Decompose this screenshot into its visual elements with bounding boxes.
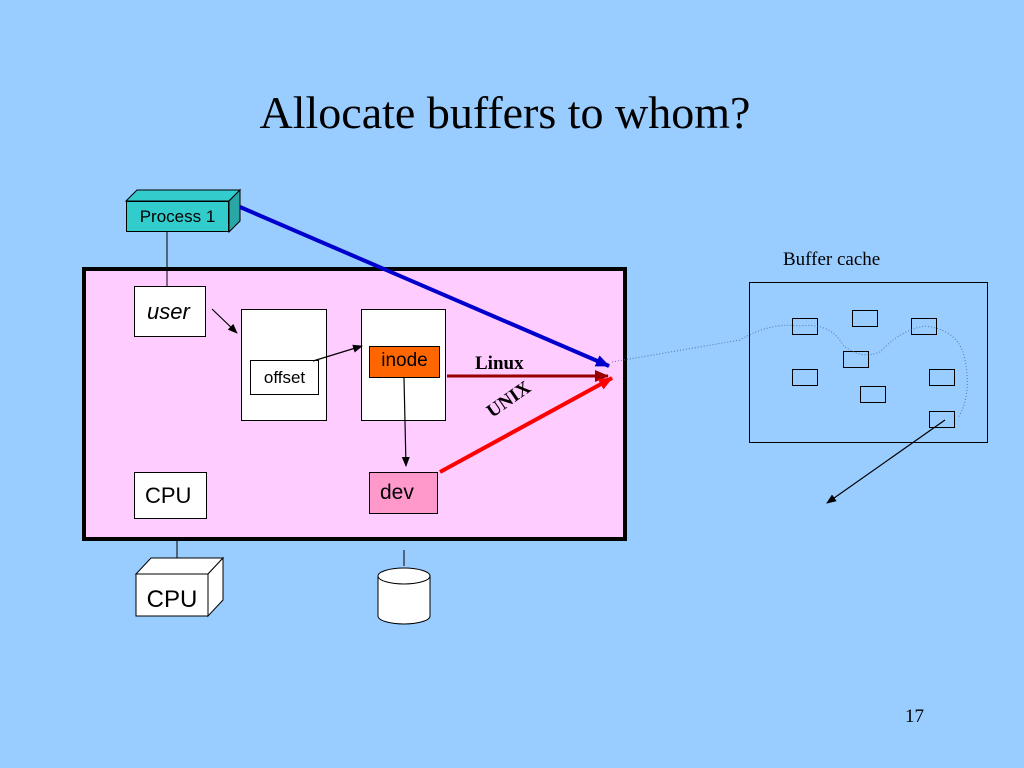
cache-buffer [852, 310, 878, 327]
cache-lookup-path [611, 324, 968, 419]
disk-icon [377, 567, 431, 625]
offset-to-inode-arrow [312, 344, 363, 362]
inode-to-dev-arrow [401, 377, 410, 467]
user-to-file-arrow [211, 308, 238, 334]
dev-box: dev [369, 472, 438, 514]
buffer-cache-label: Buffer cache [783, 249, 881, 270]
cpu-box: CPU [134, 472, 207, 519]
cache-buffer [792, 369, 818, 386]
process-box: Process 1 [126, 201, 229, 232]
slide-title: Allocate buffers to whom? [259, 87, 751, 138]
user-box: user [134, 286, 206, 337]
unix-arrow [439, 376, 613, 474]
linux-label: Linux [475, 353, 524, 374]
cache-buffer [929, 369, 955, 386]
cache-out-arrow [826, 419, 946, 504]
inode-box: inode [369, 346, 440, 378]
process-to-cache-arrow [239, 205, 610, 368]
cpu-device-icon [134, 556, 225, 618]
cache-buffer [843, 351, 869, 368]
cpu-device-label: CPU [146, 586, 198, 613]
slide-number: 17 [905, 706, 924, 727]
buffer-cache-box [749, 282, 988, 443]
offset-box: offset [250, 360, 319, 395]
cache-buffer [860, 386, 886, 403]
cache-buffer [929, 411, 955, 428]
cache-buffer [911, 318, 937, 335]
